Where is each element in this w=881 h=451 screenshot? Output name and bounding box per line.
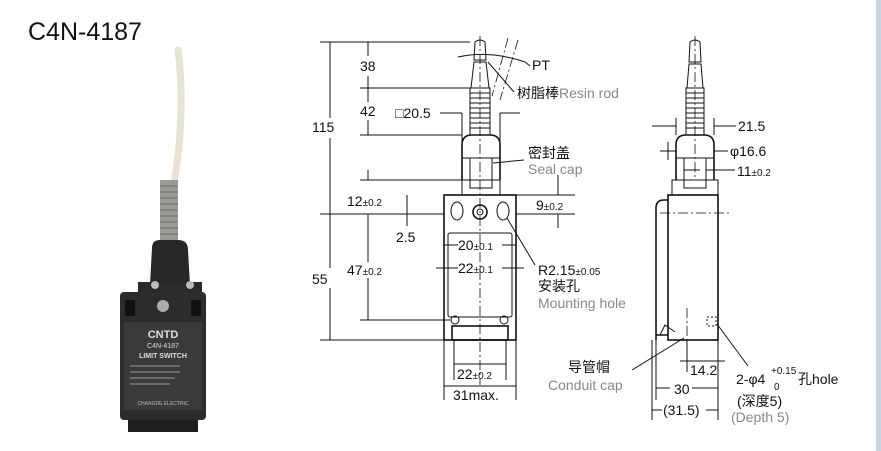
photo-model: C4N-4187 (147, 343, 179, 350)
front-view: 115 55 38 42 12±0.2 47±0.2 2.5 □20.5 20±… (312, 36, 626, 403)
dim-55: 55 (312, 271, 328, 287)
dim-21-5: 21.5 (738, 118, 765, 134)
dim-115: 115 (312, 119, 335, 135)
photo-type: LIMIT SWITCH (139, 353, 187, 360)
dim-16-6: φ16.6 (730, 143, 767, 159)
dim-20: 20±0.1 (458, 237, 493, 253)
dim-14-2: 14.2 (690, 362, 717, 378)
dim-22-cap: 22±0.2 (457, 366, 492, 382)
product-title: C4N-4187 (28, 18, 142, 46)
dim-47: 47±0.2 (347, 262, 382, 278)
dim-42: 42 (360, 103, 376, 119)
side-view: 14.2 30 (31.5) 21.5 φ16.6 11±0.2 导管帽 Con… (548, 36, 839, 425)
dim-31-5: (31.5) (663, 402, 700, 418)
depth-en: (Depth 5) (731, 409, 789, 425)
depth-cn: (深度5) (737, 393, 782, 409)
pt-label: PT (532, 57, 550, 73)
dim-22-hole: 22±0.1 (458, 260, 493, 276)
hole-tol-upper: +0.15 (771, 366, 797, 377)
dim-11: 11±0.2 (737, 163, 771, 179)
dim-2-5: 2.5 (396, 229, 416, 245)
frame-edge (876, 0, 881, 451)
dim-31-max: 31max. (453, 387, 499, 403)
conduit-cap-en: Conduit cap (548, 377, 623, 393)
product-photo: CNTD C4N-4187 LIMIT SWITCH CHANGDE ELECT… (120, 46, 206, 432)
spring (160, 180, 178, 242)
hole-tol-lower: 0 (774, 382, 780, 393)
photo-brand: CNTD (148, 329, 179, 341)
seal-cap-cn: 密封盖 (528, 145, 570, 161)
photo-maker: CHANGDE ELECTRIC (137, 401, 189, 407)
dim-12: 12±0.2 (347, 193, 382, 209)
dim-30: 30 (674, 381, 690, 397)
mounting-hole-cn: 安装孔 (538, 278, 580, 294)
dim-9: 9±0.2 (536, 197, 564, 213)
mounting-hole-en: Mounting hole (538, 295, 626, 311)
hole-label: 孔hole (798, 371, 839, 387)
dim-20-5: □20.5 (395, 105, 431, 121)
hole-spec: 2-φ4 (736, 371, 766, 387)
dim-38: 38 (360, 58, 376, 74)
mounting-radius: R2.15±0.05 (538, 262, 601, 278)
conduit-cap-cn: 导管帽 (568, 359, 610, 375)
seal-cap-en: Seal cap (528, 161, 583, 177)
resin-rod-label: 树脂棒Resin rod (517, 85, 619, 101)
